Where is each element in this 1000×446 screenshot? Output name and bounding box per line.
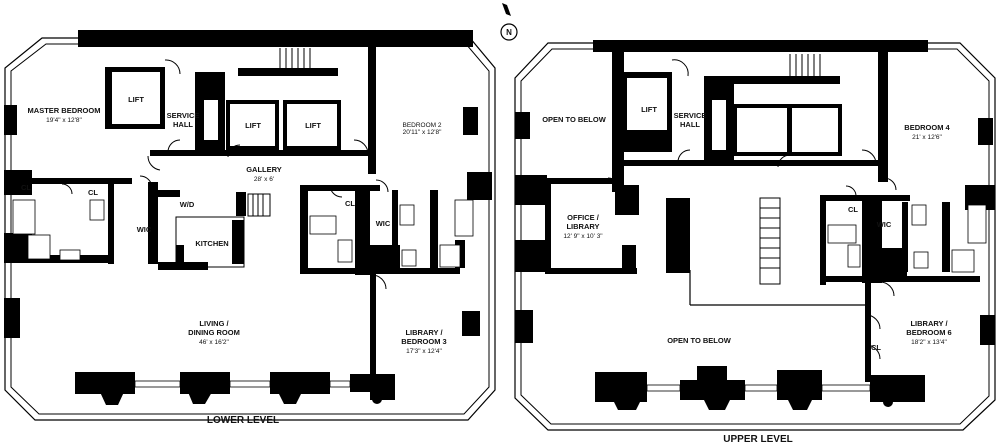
wic-label: WIC xyxy=(137,225,152,234)
open-to-below-label: OPEN TO BELOW xyxy=(542,115,607,124)
closet-label: CL xyxy=(345,199,355,208)
service-hall-label: SERVICE xyxy=(674,111,707,120)
office-library-label: OFFICE / xyxy=(567,213,600,222)
master-bedroom-label: MASTER BEDROOM xyxy=(28,106,101,115)
library-bedroom-3-label-2: BEDROOM 3 xyxy=(401,337,446,346)
wic-label: WIC xyxy=(877,220,892,229)
living-dining-label: LIVING / xyxy=(199,319,229,328)
bedroom-2-dims: 20'11" x 12'8" xyxy=(403,129,442,136)
compass-icon: N xyxy=(500,3,518,41)
washer-dryer-label: W/D xyxy=(180,200,195,209)
wic-label: WIC xyxy=(376,219,391,228)
library-bedroom-6-label: LIBRARY / xyxy=(910,319,948,328)
closet-label: CL xyxy=(871,343,881,352)
bedroom-4-dims: 21' x 12'6" xyxy=(912,134,942,141)
gallery-dims: 28' x 6' xyxy=(254,176,274,183)
service-hall-label-2: HALL xyxy=(173,120,193,129)
living-dining-dims: 46' x 16'2" xyxy=(199,339,229,346)
upper-level-plan: OPEN TO BELOW LIFT SERVICE HALL BEDROOM … xyxy=(514,40,996,445)
library-bedroom-6-label-2: BEDROOM 6 xyxy=(906,328,951,337)
library-bedroom-6-dims: 18'2" x 13'4" xyxy=(911,339,947,346)
kitchen-label: KITCHEN xyxy=(195,239,228,248)
gallery-label: GALLERY xyxy=(246,165,282,174)
closet-label: CL xyxy=(88,188,98,197)
bedroom-4-label: BEDROOM 4 xyxy=(904,123,950,132)
service-hall-label: SERVICE xyxy=(167,111,200,120)
closet-label: CL xyxy=(21,183,31,192)
open-to-below-label: OPEN TO BELOW xyxy=(667,336,732,345)
master-bedroom-dims: 19'4" x 12'8" xyxy=(46,117,82,124)
library-bedroom-3-dims: 17'3" x 12'4" xyxy=(406,348,442,355)
living-dining-label-2: DINING ROOM xyxy=(188,328,240,337)
compass-letter: N xyxy=(506,28,512,37)
lower-outer-wall xyxy=(4,37,496,421)
office-library-dims: 12' 9" x 10' 3" xyxy=(563,233,603,240)
upper-level-title: UPPER LEVEL xyxy=(723,434,792,445)
closet-label: CL xyxy=(848,205,858,214)
lower-level-title: LOWER LEVEL xyxy=(207,415,279,426)
office-library-label-2: LIBRARY xyxy=(566,222,599,231)
lift-label: LIFT xyxy=(305,121,321,130)
lift-label: LIFT xyxy=(245,121,261,130)
service-hall-label-2: HALL xyxy=(680,120,700,129)
lower-level-plan: MASTER BEDROOM 19'4" x 12'8" LIFT SERVIC… xyxy=(4,30,496,426)
lift-label: LIFT xyxy=(128,95,144,104)
lift-label: LIFT xyxy=(641,105,657,114)
bedroom-2-label: BEDROOM 2 xyxy=(402,122,441,129)
library-bedroom-3-label: LIBRARY / xyxy=(405,328,443,337)
